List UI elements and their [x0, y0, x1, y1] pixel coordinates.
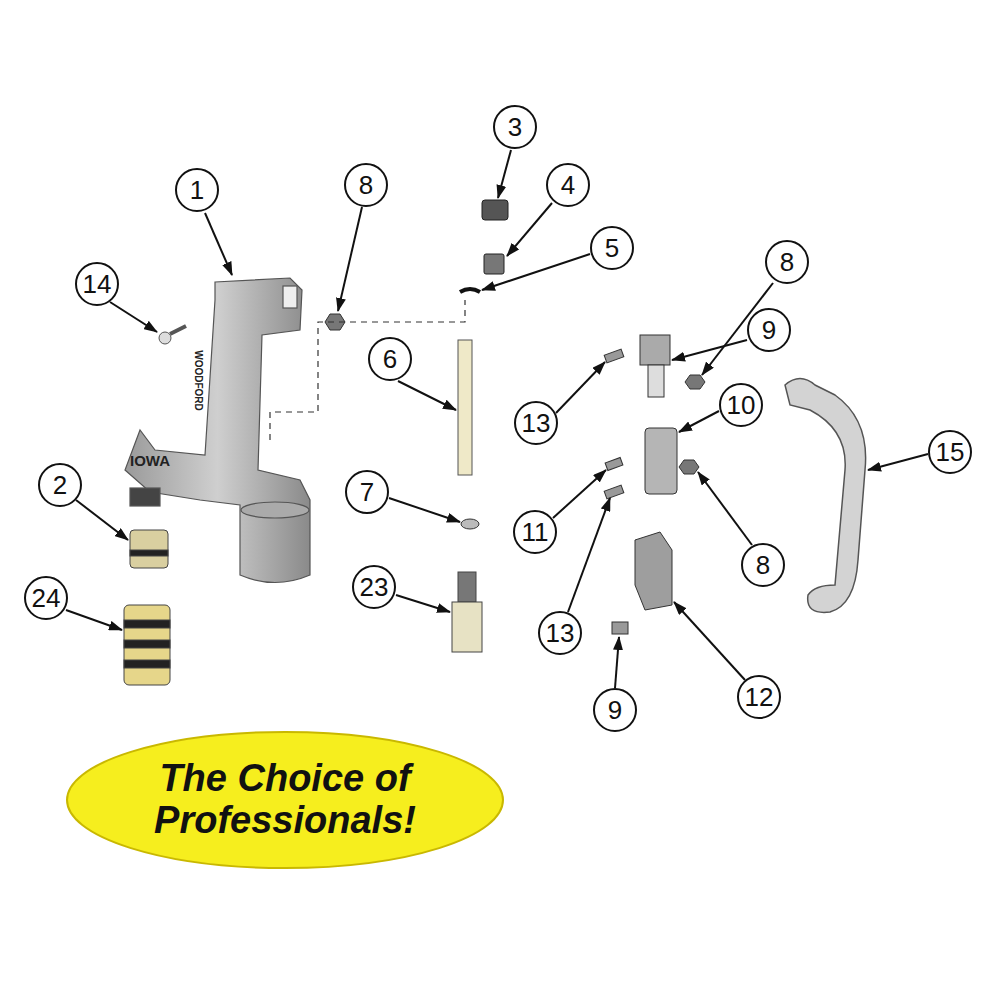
callout-number: 11: [513, 510, 557, 554]
callout-number: 5: [590, 226, 634, 270]
callout-number: 6: [368, 337, 412, 381]
callout-number: 10: [719, 383, 763, 427]
callout-number: 23: [352, 565, 396, 609]
callout-text: 1: [190, 177, 204, 203]
callout-text: 8: [780, 249, 794, 275]
callout-text: 12: [745, 684, 774, 710]
callout-text: 5: [605, 235, 619, 261]
callout-number: 14: [75, 262, 119, 306]
callout-text: 13: [522, 410, 551, 436]
callout-text: 7: [360, 479, 374, 505]
callout-number: 3: [493, 105, 537, 149]
callout-text: 9: [762, 317, 776, 343]
part-marking: WOODFORD: [192, 350, 203, 411]
slogan-text: The Choice of Professionals!: [120, 758, 450, 842]
callout-text: 3: [508, 114, 522, 140]
callout-text: 6: [383, 346, 397, 372]
callout-number: 9: [593, 688, 637, 732]
callout-text: 10: [727, 392, 756, 418]
part-marking: IOWA: [130, 452, 170, 469]
callout-number: 8: [765, 240, 809, 284]
callout-number: 1: [175, 168, 219, 212]
callout-text: 8: [756, 552, 770, 578]
callout-number: 13: [514, 401, 558, 445]
callout-number: 7: [345, 470, 389, 514]
slogan-ellipse: The Choice of Professionals!: [65, 730, 505, 870]
callout-text: 2: [53, 472, 67, 498]
callout-number: 2: [38, 463, 82, 507]
callout-number: 8: [344, 163, 388, 207]
callout-text: 15: [936, 439, 965, 465]
callout-text: 8: [359, 172, 373, 198]
callout-number: 13: [538, 611, 582, 655]
callout-number: 9: [747, 308, 791, 352]
callout-number: 8: [741, 543, 785, 587]
callout-text: 13: [546, 620, 575, 646]
callout-number: 24: [24, 576, 68, 620]
callout-number: 4: [546, 163, 590, 207]
callout-number: 12: [737, 675, 781, 719]
callout-number: 15: [928, 430, 972, 474]
callout-text: 9: [608, 697, 622, 723]
callout-text: 23: [360, 574, 389, 600]
callout-text: 4: [561, 172, 575, 198]
callout-text: 14: [83, 271, 112, 297]
callout-text: 24: [32, 585, 61, 611]
callout-text: 11: [522, 519, 549, 545]
